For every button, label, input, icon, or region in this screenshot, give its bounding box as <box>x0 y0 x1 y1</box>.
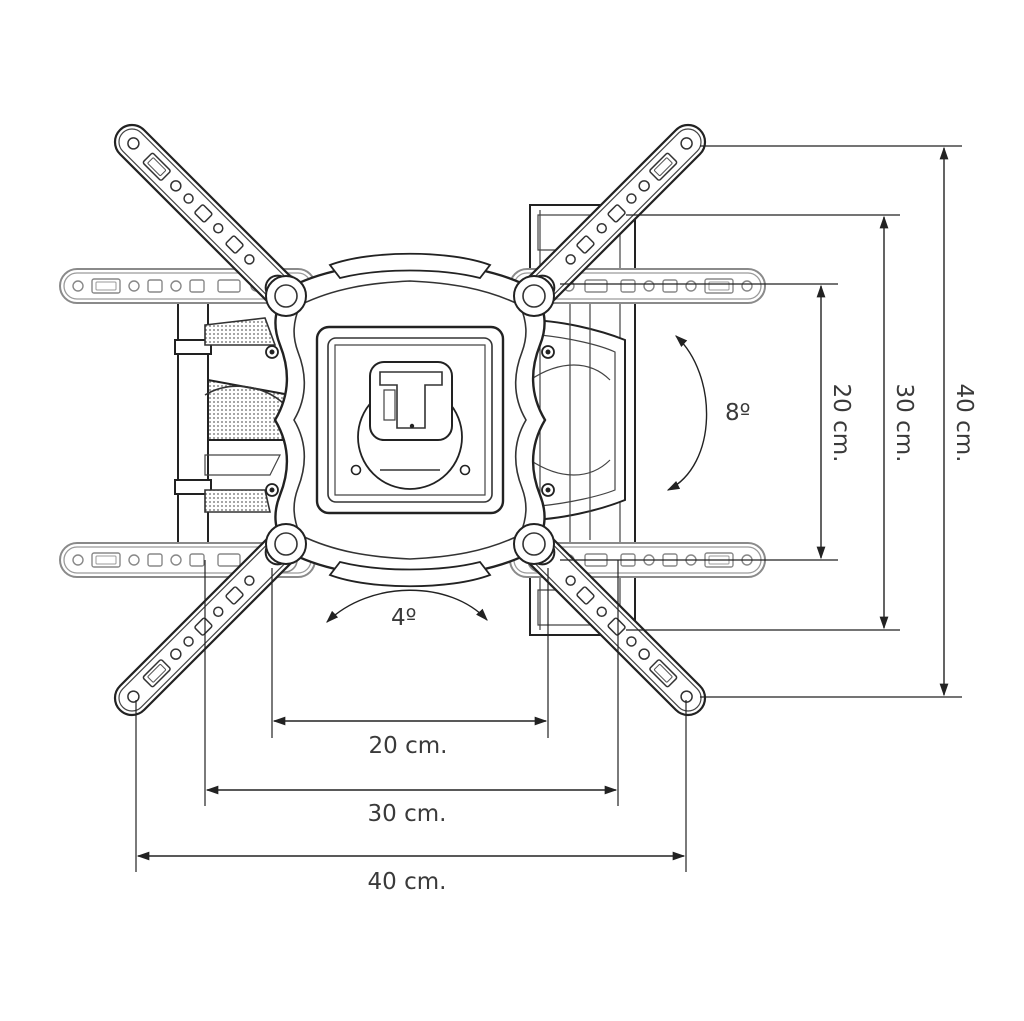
tilt-angle-label: 8º <box>725 400 750 426</box>
swivel-arc: 4º <box>326 589 488 631</box>
vertical-dimensions: 20 cm. 30 cm. 40 cm. <box>560 145 977 698</box>
dimension-label-v20: 20 cm. <box>828 384 854 463</box>
dimension-label-v40: 40 cm. <box>951 384 977 463</box>
dimension-h20: 20 cm. <box>272 716 548 759</box>
dimension-v40: 40 cm. <box>939 146 977 697</box>
dimension-v30: 30 cm. <box>879 215 917 630</box>
swivel-angle-label: 4º <box>391 605 416 631</box>
horizontal-dimensions: 20 cm. 30 cm. 40 cm. <box>135 560 687 895</box>
dimension-label-v30: 30 cm. <box>891 384 917 463</box>
dimension-h30: 30 cm. <box>205 785 618 827</box>
dimension-label-h30: 30 cm. <box>368 801 447 827</box>
center-plate <box>315 325 505 515</box>
arm-joints <box>265 275 555 565</box>
dimension-v20: 20 cm. <box>816 284 854 560</box>
dimension-label-h20: 20 cm. <box>369 733 448 759</box>
swing-arm-right <box>524 290 626 550</box>
tilt-arc: 8º <box>666 335 750 491</box>
dimension-label-h40: 40 cm. <box>368 869 447 895</box>
dimension-h40: 40 cm. <box>136 851 686 895</box>
swing-arm-left <box>174 284 291 551</box>
